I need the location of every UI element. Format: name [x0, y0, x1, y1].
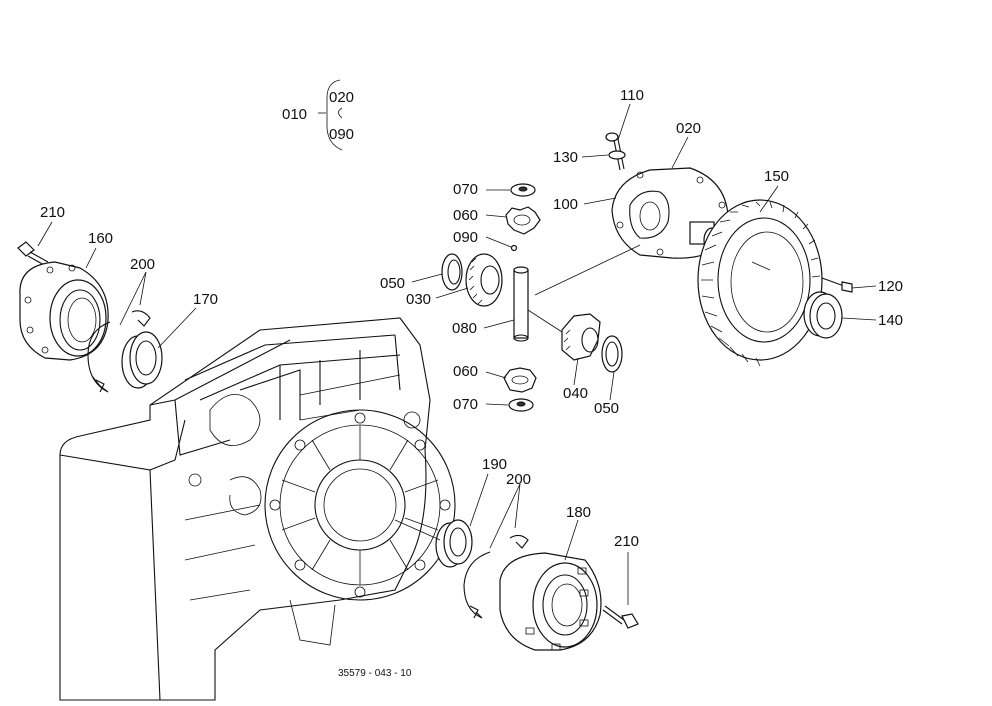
part-130-washer — [608, 150, 626, 160]
part-200-right-clip — [463, 534, 529, 619]
label-050-right: 050 — [594, 400, 619, 417]
part-070-bottom-washer — [508, 398, 534, 412]
label-120: 120 — [878, 278, 903, 295]
label-150: 150 — [764, 168, 789, 185]
part-070-top-washer — [510, 183, 536, 197]
part-150-ring-gear — [697, 199, 823, 367]
part-160-bearing-housing — [19, 261, 109, 361]
label-170: 170 — [193, 291, 218, 308]
part-080-shaft — [513, 266, 529, 342]
part-170-bearing — [121, 331, 163, 389]
part-200-left-clip — [87, 310, 151, 393]
part-labels: 010 020 090 210 160 200 170 070 060 090 … — [40, 87, 903, 679]
label-110: 110 — [620, 87, 644, 104]
label-050-left: 050 — [380, 275, 405, 292]
part-210-right-bolt — [602, 605, 639, 629]
label-060-top: 060 — [453, 207, 478, 224]
part-060-top-pinion — [505, 206, 541, 235]
label-080: 080 — [452, 320, 477, 337]
label-070-bottom: 070 — [453, 396, 478, 413]
label-210-left: 210 — [40, 204, 65, 221]
label-090: 090 — [453, 229, 478, 246]
transmission-case — [59, 317, 456, 701]
part-030-side-gear — [465, 253, 503, 307]
label-200-right: 200 — [506, 471, 531, 488]
part-190-bearing — [435, 519, 473, 568]
part-020-differential-case — [611, 167, 729, 259]
label-060-bottom: 060 — [453, 363, 478, 380]
part-040-side-gear — [561, 313, 601, 361]
label-070-top: 070 — [453, 181, 478, 198]
drawing-code: 35579 - 043 - 10 — [338, 668, 412, 679]
label-020: 020 — [676, 120, 701, 137]
part-050-left-washer — [441, 253, 463, 291]
part-060-bottom-pinion — [503, 367, 537, 393]
label-180: 180 — [566, 504, 591, 521]
part-050-right-washer — [601, 335, 623, 373]
label-030: 030 — [406, 291, 431, 308]
label-040: 040 — [563, 385, 588, 402]
part-140-bearing — [803, 291, 843, 339]
assembly-range-start-label: 020 — [329, 89, 354, 106]
part-120-bolt — [821, 277, 853, 293]
label-190: 190 — [482, 456, 507, 473]
part-180-bearing-housing — [499, 552, 602, 651]
assembly-range-end-label: 090 — [329, 126, 354, 143]
label-140: 140 — [878, 312, 903, 329]
assembly-parent-label: 010 — [282, 106, 307, 123]
label-130: 130 — [553, 149, 578, 166]
leader-lines — [37, 79, 877, 605]
label-160: 160 — [88, 230, 113, 247]
label-210-right: 210 — [614, 533, 639, 550]
label-200-left: 200 — [130, 256, 155, 273]
label-100: 100 — [553, 196, 578, 213]
part-210-left-bolt — [17, 241, 49, 267]
part-090-pin — [510, 244, 518, 252]
